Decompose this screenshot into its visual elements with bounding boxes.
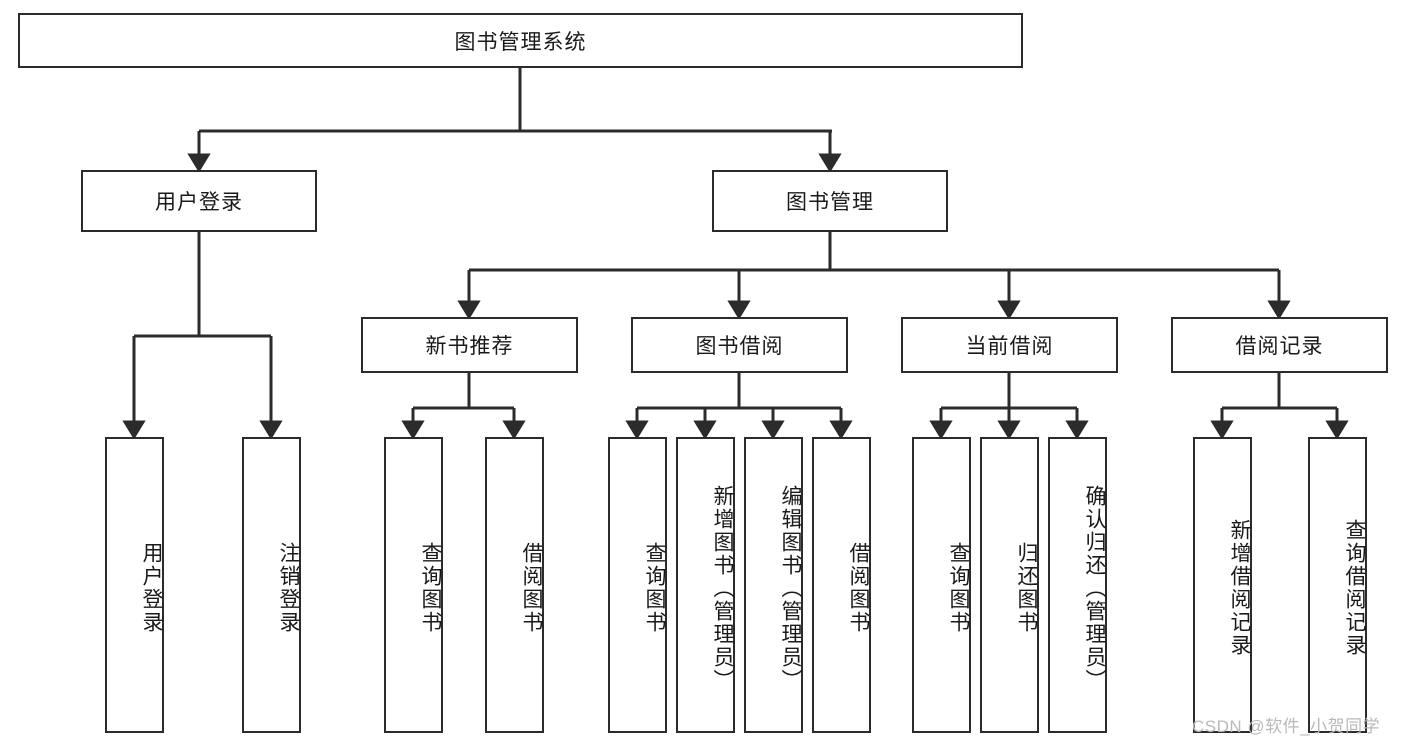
node-label: 归还图书 <box>1015 542 1038 634</box>
leaf-borrow-borrow-book[interactable]: 借阅图书 <box>812 437 871 733</box>
leaf-current-return-book[interactable]: 归还图书 <box>980 437 1039 733</box>
node-label: 用户登录 <box>155 191 243 214</box>
leaf-user-login-logout[interactable]: 注销登录 <box>242 437 301 733</box>
node-label: 用户登录 <box>140 542 163 634</box>
leaf-borrow-query-book[interactable]: 查询图书 <box>608 437 667 733</box>
node-current-borrow[interactable]: 当前借阅 <box>901 317 1118 373</box>
node-label: 新增借阅记录 <box>1228 519 1251 657</box>
node-user-login[interactable]: 用户登录 <box>81 170 317 232</box>
node-label: 注销登录 <box>277 542 300 634</box>
node-book-management[interactable]: 图书管理 <box>712 170 948 232</box>
node-label: 借阅图书 <box>520 542 543 634</box>
node-new-book-recommend[interactable]: 新书推荐 <box>361 317 578 373</box>
leaf-record-query-record[interactable]: 查询借阅记录 <box>1308 437 1367 733</box>
leaf-record-add-record[interactable]: 新增借阅记录 <box>1193 437 1252 733</box>
leaf-borrow-edit-book-admin[interactable]: 编辑图书（管理员） <box>744 437 803 733</box>
node-label: 新书推荐 <box>425 335 514 358</box>
leaf-current-query-book[interactable]: 查询图书 <box>912 437 971 733</box>
node-label: 新增图书（管理员） <box>711 484 734 692</box>
node-book-borrow[interactable]: 图书借阅 <box>631 317 848 373</box>
csdn-watermark: CSDN @软件_小贺同学 <box>1192 717 1381 736</box>
node-label: 图书借阅 <box>695 335 784 358</box>
leaf-borrow-add-book-admin[interactable]: 新增图书（管理员） <box>676 437 735 733</box>
node-label: 图书管理系统 <box>454 30 587 54</box>
node-label: 查询图书 <box>643 542 666 634</box>
leaf-user-login-login[interactable]: 用户登录 <box>105 437 164 733</box>
node-label: 借阅图书 <box>847 542 870 634</box>
node-label: 借阅记录 <box>1235 335 1324 358</box>
node-label: 查询图书 <box>947 542 970 634</box>
leaf-recommend-query-book[interactable]: 查询图书 <box>384 437 443 733</box>
node-label: 图书管理 <box>786 191 874 214</box>
leaf-current-confirm-return-admin[interactable]: 确认归还（管理员） <box>1048 437 1107 733</box>
leaf-recommend-borrow-book[interactable]: 借阅图书 <box>485 437 544 733</box>
node-label: 编辑图书（管理员） <box>779 484 802 692</box>
node-label: 当前借阅 <box>965 335 1054 358</box>
node-root-system[interactable]: 图书管理系统 <box>18 13 1023 68</box>
node-label: 确认归还（管理员） <box>1083 484 1106 692</box>
node-label: 查询图书 <box>419 542 442 634</box>
node-label: 查询借阅记录 <box>1343 519 1366 657</box>
node-borrow-record[interactable]: 借阅记录 <box>1171 317 1388 373</box>
